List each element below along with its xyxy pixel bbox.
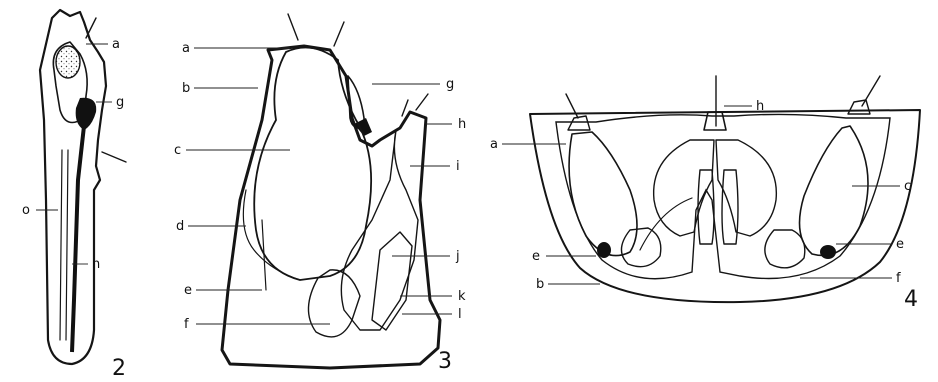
fig4-label-e-right: e: [896, 237, 904, 252]
fig2-label-o: o: [22, 203, 30, 218]
fig4-label-c: c: [904, 179, 911, 194]
fig2-label-a: a: [112, 37, 120, 52]
fig3-number: 3: [438, 349, 452, 374]
fig3-label-l: l: [458, 307, 462, 322]
fig3-label-b: b: [182, 81, 190, 96]
fig2-label-g: g: [116, 95, 124, 110]
fig3-label-e: e: [184, 283, 192, 298]
fig3-label-k: k: [458, 289, 466, 304]
figure-3: a b c d e f g h i j k l 3: [174, 14, 466, 374]
fig4-label-a: a: [490, 137, 498, 152]
fig3-label-g: g: [446, 77, 454, 92]
figure-4: a h c e e b f 4: [490, 76, 920, 312]
fig3-label-a: a: [182, 41, 190, 56]
fig2-number: 2: [112, 356, 126, 381]
fig3-label-i: i: [456, 159, 460, 174]
fig3-label-c: c: [174, 143, 181, 158]
fig4-label-h: h: [756, 99, 764, 114]
fig3-label-d: d: [176, 219, 184, 234]
fig2-label-n: n: [92, 257, 100, 272]
fig4-label-b: b: [536, 277, 544, 292]
fig4-label-f: f: [896, 271, 901, 286]
fig3-label-j: j: [455, 249, 460, 264]
fig4-label-e-left: e: [532, 249, 540, 264]
fig4-number: 4: [904, 287, 918, 312]
fig3-label-f: f: [184, 317, 189, 332]
fig3-label-h: h: [458, 117, 466, 132]
figure-2: a g o n 2: [22, 10, 126, 381]
